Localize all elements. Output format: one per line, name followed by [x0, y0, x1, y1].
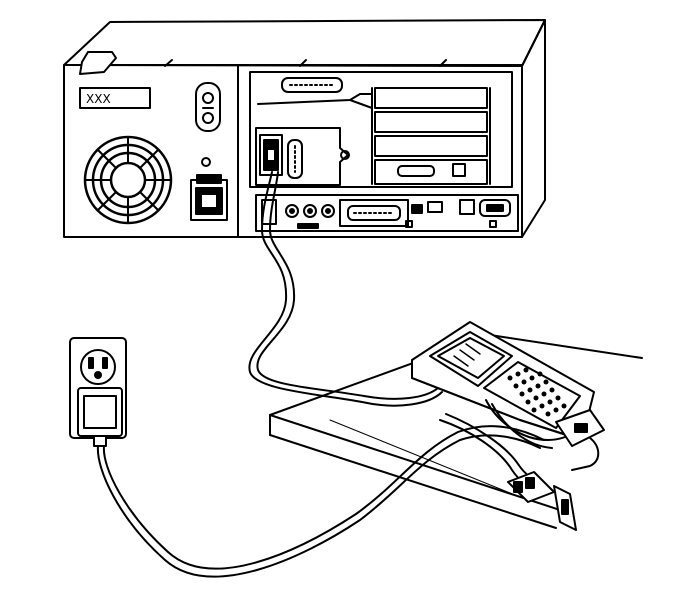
power-cable: [96, 434, 541, 578]
slot-cover: [374, 135, 488, 157]
io-frame: [255, 194, 519, 232]
label-tag: XXX: [79, 51, 151, 109]
com-port-pin: [268, 150, 274, 160]
power-adapter: [77, 387, 123, 447]
audio-jack-center: [325, 208, 331, 214]
fan-strut: [139, 149, 159, 169]
io-screw: [489, 220, 497, 228]
adapter-strain-relief: [93, 435, 107, 447]
tool-grip-edge: [491, 403, 553, 449]
plate-screw: [340, 150, 350, 160]
chassis-side: [521, 19, 546, 238]
tag-flap: [79, 51, 117, 75]
audio-jack: [321, 204, 335, 218]
slot-cover: [374, 87, 488, 109]
keypad-keys: [507, 367, 567, 417]
io-led: [411, 204, 423, 214]
fan-grille: [83, 135, 173, 225]
top-notch: [164, 59, 173, 67]
cartridge-port: [574, 423, 588, 433]
power-socket: [190, 174, 228, 221]
screen-glare: [453, 343, 481, 367]
card-cage: [249, 71, 513, 188]
top-notch: [299, 59, 307, 67]
fan-strut: [97, 191, 117, 211]
parallel-port-frame: [339, 199, 409, 227]
handheld-scan-tool: [411, 321, 605, 471]
db9-port: [287, 139, 303, 179]
cartridge-cable: [571, 437, 600, 471]
plug-slot: [561, 499, 569, 515]
switch-body: [195, 82, 221, 132]
rj45-port: [459, 199, 475, 215]
serial-cable-edge: [256, 171, 439, 400]
vehicle-connector: [507, 471, 577, 531]
slot-cover: [374, 111, 488, 133]
rj-port: [452, 163, 466, 177]
table-shade: [329, 419, 521, 498]
ground-screw: [201, 157, 211, 167]
io-panel: [255, 194, 519, 232]
tool-body-edge: [411, 359, 583, 441]
audio-jack-center: [289, 208, 295, 214]
socket-pins: [202, 195, 216, 207]
audio-jack: [303, 204, 317, 218]
computer-chassis: [63, 19, 546, 238]
slot-bracket: [349, 99, 373, 109]
socket-inner: [195, 187, 223, 215]
card-port: [397, 165, 435, 177]
fan-strut: [139, 191, 159, 211]
voltage-switch: [195, 82, 221, 132]
io-mark: [297, 223, 319, 229]
io-jack: [261, 199, 277, 225]
audio-jack: [285, 204, 299, 218]
switch-dot: [202, 92, 214, 104]
fan-strut: [97, 149, 117, 169]
label-text: XXX: [86, 92, 111, 106]
audio-jack-center: [307, 208, 313, 214]
power-cable-edge: [102, 425, 545, 570]
outlet-slot: [102, 357, 108, 369]
io-port-small: [427, 201, 443, 213]
top-notch: [439, 59, 447, 67]
vga-port: [479, 199, 511, 217]
serial-cable: [248, 171, 443, 407]
slot-cover: [374, 159, 488, 185]
socket-clip: [196, 174, 222, 184]
adapter-face: [83, 395, 117, 429]
switch-dot: [202, 112, 214, 124]
outlet-ground: [94, 371, 102, 379]
table-edge: [269, 434, 557, 529]
vga-pins: [486, 204, 504, 212]
expansion-slots: [249, 71, 513, 188]
table-edge: [489, 334, 643, 359]
outlet-slot: [88, 357, 94, 369]
connector-pin: [525, 477, 535, 489]
serial-port-plate: [255, 127, 350, 186]
slot-bracket: [257, 93, 373, 105]
chassis-top: [63, 19, 546, 67]
connector-pin: [513, 481, 523, 493]
label-plate: [79, 87, 151, 109]
io-screw: [405, 220, 413, 228]
